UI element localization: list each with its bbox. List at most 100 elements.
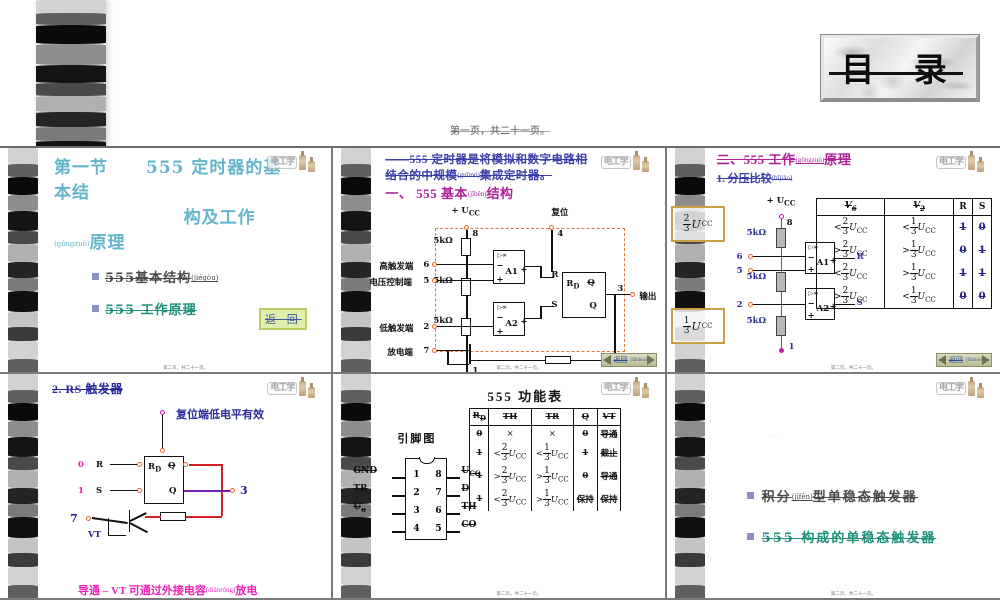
ff-qbar-label: Q xyxy=(168,461,176,471)
cell-s: 1 xyxy=(972,238,992,262)
pin-5-label: 5 xyxy=(423,276,430,286)
bottle-icon xyxy=(299,150,307,170)
node-pin3 xyxy=(230,488,235,493)
slide-6-bullet-1[interactable]: 积分(jīfēn)型单稳态触发器 xyxy=(746,486,990,505)
col-tr: TR xyxy=(530,408,574,426)
col-v6: V6 xyxy=(815,198,886,216)
a2-symbol: ▷∞ xyxy=(497,304,507,311)
slide-1-bullet-1-text: 555基本结构 xyxy=(105,271,192,286)
filmstrip-band xyxy=(8,537,38,554)
slide-6-bullet-2[interactable]: 555 构成的单稳态触发器 xyxy=(746,527,990,546)
slide-2-lead-line3: 集成定时器。 xyxy=(479,170,552,182)
resistor-r2-label: 5kΩ xyxy=(746,272,767,282)
filmstrip-band xyxy=(8,374,38,390)
vcc-label: + UCC xyxy=(766,196,796,208)
slide-6-bullet-1-pinyin: (jīfēn) xyxy=(791,493,813,501)
slide-6-bullet-list: 积分(jīfēn)型单稳态触发器 555 构成的单稳态触发器 xyxy=(746,486,990,568)
filmstrip-band xyxy=(674,456,705,471)
slide-3-subheading-text: 1. 分压比较 xyxy=(716,173,772,185)
slide-footer: 第二页，共二十一页。 xyxy=(496,366,542,371)
resistor-feedback xyxy=(545,356,572,364)
filmstrip-band xyxy=(8,503,38,518)
filmstrip-band xyxy=(341,195,372,211)
pin-number-6: 6 xyxy=(435,506,442,516)
logo-mark: 电工学 xyxy=(267,155,298,169)
resistor-r1-label: 5kΩ xyxy=(746,228,767,238)
slide-3-heading: 二、555 工作(gōngzuò)原理 xyxy=(711,148,996,168)
slide-2-lead-line2: 结合的中规模 xyxy=(385,170,458,182)
filmstrip-band xyxy=(674,262,705,278)
slide-thumbnail-3[interactable]: 电工学 二、555 工作(gōngzuò)原理 1. 分压比较(bǐjiào) … xyxy=(666,148,1000,374)
slide-2-heading-pinyin: (jīběn) xyxy=(467,190,487,198)
slide-footer: 第二页，共二十一页。 xyxy=(496,592,542,597)
slide-2-heading-tail: 结构 xyxy=(486,186,514,201)
a2-symbol: ▷∞ xyxy=(808,290,819,297)
filmstrip-band xyxy=(36,82,106,97)
slide-1-bullet-2[interactable]: 555 工作原理 xyxy=(92,299,327,318)
filmstrip-band xyxy=(8,311,38,328)
filmstrip-band xyxy=(674,340,705,359)
col-rd: RD xyxy=(469,408,490,426)
filmstrip-band xyxy=(341,230,372,245)
filmstrip-band xyxy=(341,327,372,341)
pin-7-label: 7 xyxy=(423,346,430,356)
cell-vt: 保持 xyxy=(596,487,622,511)
filmstrip-band xyxy=(8,177,38,196)
slide-6-bullet-1-tail: 型单稳态触发器 xyxy=(812,490,918,505)
filmstrip-band xyxy=(8,148,38,164)
slide-4-footer-pinyin: (diànróng) xyxy=(205,586,236,594)
ff-s-input-label: S xyxy=(551,300,558,310)
pin-lead-left xyxy=(392,477,406,479)
filmstrip-decor-4 xyxy=(8,374,38,598)
a2-plus: + xyxy=(496,327,504,337)
terminal-7-label: 放电端 xyxy=(387,348,413,358)
wire-s-in xyxy=(110,490,138,492)
bottle-icon xyxy=(968,376,976,396)
resistor-external xyxy=(160,512,186,521)
filmstrip-band xyxy=(36,13,106,26)
pin-number-7: 7 xyxy=(435,488,442,498)
rs-flipflop: RD Q Q xyxy=(144,456,184,504)
slide-3-subheading: 1. 分压比较(bǐjiào) xyxy=(711,168,996,186)
slide-thumbnail-4[interactable]: 电工学 2. RS 触发器 复位端低电平有效 RD Q Q 0 R xyxy=(0,374,334,600)
arrow-left-icon xyxy=(602,355,611,365)
bottle-icon xyxy=(299,376,307,396)
filmstrip-band xyxy=(8,403,38,422)
electrical-engineering-logo: 电工学 xyxy=(600,150,657,172)
slide-thumbnail-2[interactable]: 电工学 ——555 定时器是将模拟和数字电路相 结合的中规模(guīmó)集成定… xyxy=(333,148,667,374)
filmstrip-band xyxy=(341,584,372,598)
resistor-r2 xyxy=(461,278,472,296)
slide-1-title-part5: 原理 xyxy=(89,233,126,253)
nav-back-button-2[interactable]: 返回 (fǎnhuí) xyxy=(600,353,657,367)
filmstrip-decor-6 xyxy=(674,374,705,598)
nav-back-label: 返回 xyxy=(948,356,963,364)
resistor-r1 xyxy=(775,228,786,248)
filmstrip-band xyxy=(674,291,705,312)
filmstrip-band xyxy=(341,177,372,196)
a1-minus: − xyxy=(807,253,815,263)
slide-1-bullet-1[interactable]: 555基本结构(jiégòu) xyxy=(92,267,327,286)
filmstrip-band xyxy=(674,503,705,518)
slide-2-circuit-diagram: + UCC 8 复位 4 5kΩ 5kΩ 5kΩ 高触发端 6 xyxy=(369,206,658,372)
terminal-2-label: 低触发端 xyxy=(379,324,414,334)
bottle-icon xyxy=(968,150,976,170)
reset-label: 复位 xyxy=(551,208,569,218)
return-button[interactable]: 返 回 xyxy=(259,308,308,330)
pin-label-3: Uo xyxy=(353,502,366,514)
nav-back-button-3[interactable]: 返回 (fǎnhuí) xyxy=(935,353,992,367)
pin-1-label: 1 xyxy=(472,366,479,374)
slide-thumbnail-6[interactable]: 电工学 · ···· 积分(jīfēn)型单稳态触发器 555 构成的单稳态触发… xyxy=(666,374,1000,600)
